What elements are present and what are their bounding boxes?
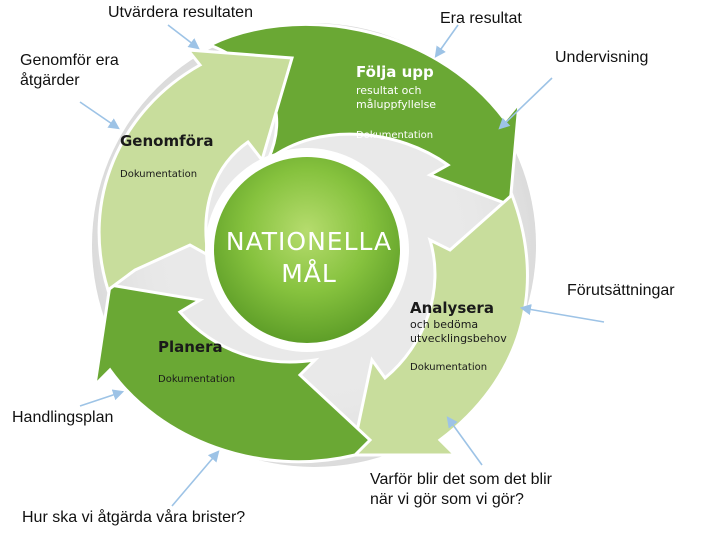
callout-varfor-1: Varför blir det som det blir xyxy=(370,471,552,488)
analysera-doc: Dokumentation xyxy=(410,362,487,373)
pointer-varfor xyxy=(446,416,483,466)
pointer-handlingsplan xyxy=(79,389,125,407)
segment-genomfora xyxy=(97,48,294,293)
callout-utvardera: Utvärdera resultaten xyxy=(108,4,253,21)
analysera-title: Analysera xyxy=(410,299,494,317)
folja-upp-title: Följa upp xyxy=(356,63,434,81)
analysera-sub-2: utvecklingsbehov xyxy=(410,332,507,345)
center-line-2: MÅL xyxy=(281,259,337,288)
callout-era-resultat: Era resultat xyxy=(440,10,522,27)
pointer-undervisning xyxy=(498,77,553,130)
pointer-utvardera xyxy=(167,24,200,50)
planera-title: Planera xyxy=(158,338,223,356)
callout-undervisning: Undervisning xyxy=(555,49,649,66)
pointer-hur-ska xyxy=(171,450,220,507)
analysera-sub-1: och bedöma xyxy=(410,318,478,331)
segment-planera xyxy=(92,283,373,464)
genomfora-doc: Dokumentation xyxy=(120,169,197,180)
folja-upp-doc: Dokumentation xyxy=(356,130,433,141)
folja-upp-sub-2: måluppfyllelse xyxy=(356,98,436,111)
callout-genomfor-1: Genomför era xyxy=(20,52,119,69)
center-circle xyxy=(214,157,400,343)
pointer-genomfor xyxy=(79,101,120,130)
callout-forutsattningar: Förutsättningar xyxy=(567,282,675,299)
callout-handlingsplan: Handlingsplan xyxy=(12,409,114,426)
genomfora-title: Genomföra xyxy=(120,132,213,150)
pointer-forutsattningar xyxy=(519,303,605,323)
pointer-era-resultat xyxy=(434,24,459,58)
callout-genomfor-2: åtgärder xyxy=(20,72,80,89)
folja-upp-sub-1: resultat och xyxy=(356,84,421,97)
callout-varfor-2: när vi gör som vi gör? xyxy=(370,491,524,508)
center-line-1: NATIONELLA xyxy=(226,227,392,256)
callout-hur-ska: Hur ska vi åtgärda våra brister? xyxy=(22,509,246,526)
planera-doc: Dokumentation xyxy=(158,374,235,385)
segment-analysera xyxy=(350,192,529,457)
